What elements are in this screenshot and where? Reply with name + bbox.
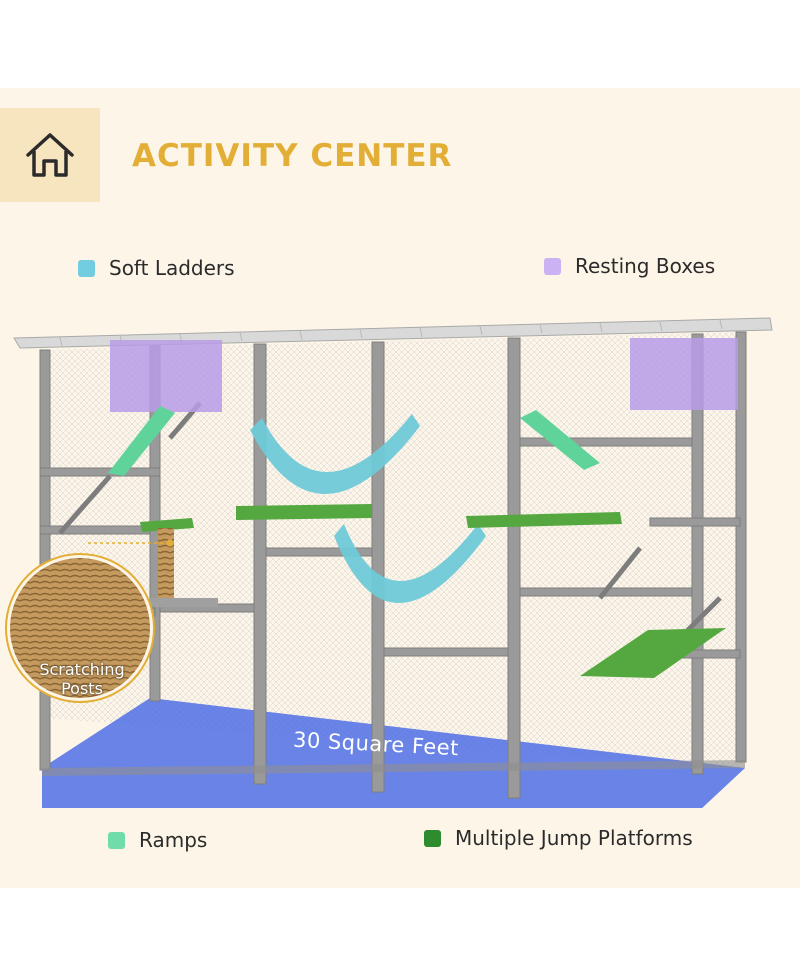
legend-ramps: Ramps <box>108 828 207 852</box>
resting-box-left <box>110 340 222 412</box>
page-title: ACTIVITY CENTER <box>132 138 453 174</box>
legend-label: Resting Boxes <box>575 254 716 278</box>
house-icon <box>26 133 74 177</box>
scratching-posts-callout <box>5 553 155 703</box>
ramps-swatch <box>108 831 125 849</box>
jump-platforms-swatch <box>424 829 441 847</box>
legend-label: Soft Ladders <box>109 256 235 280</box>
legend-soft-ladders: Soft Ladders <box>78 256 235 280</box>
soft-ladder-upper <box>250 414 420 495</box>
resting-box-right <box>630 338 738 410</box>
product-panel: ACTIVITY CENTER Soft Ladders Resting Box… <box>0 88 800 888</box>
home-badge <box>0 108 100 202</box>
platform-5 <box>150 598 218 607</box>
floor-area <box>42 698 745 808</box>
soft-ladder-lower <box>334 524 486 603</box>
ramp-left <box>108 406 175 476</box>
platform-1 <box>140 518 194 532</box>
frame <box>39 331 747 799</box>
resting-boxes-swatch <box>544 257 561 275</box>
legend-jump-platforms: Multiple Jump Platforms <box>424 826 693 850</box>
platform-4 <box>580 628 726 678</box>
platform-2 <box>236 504 372 520</box>
legend-label: Multiple Jump Platforms <box>455 826 693 850</box>
ramp-right <box>520 410 600 470</box>
scratching-post <box>158 528 174 598</box>
callout-line1: Scratching <box>39 660 125 679</box>
catio-illustration <box>5 317 773 808</box>
callout-line2: Posts <box>61 679 103 698</box>
soft-ladders-swatch <box>78 259 95 277</box>
callout-label: Scratching Posts <box>22 660 142 698</box>
platform-3 <box>466 512 622 528</box>
legend-resting-boxes: Resting Boxes <box>544 254 715 278</box>
legend-label: Ramps <box>139 828 208 852</box>
